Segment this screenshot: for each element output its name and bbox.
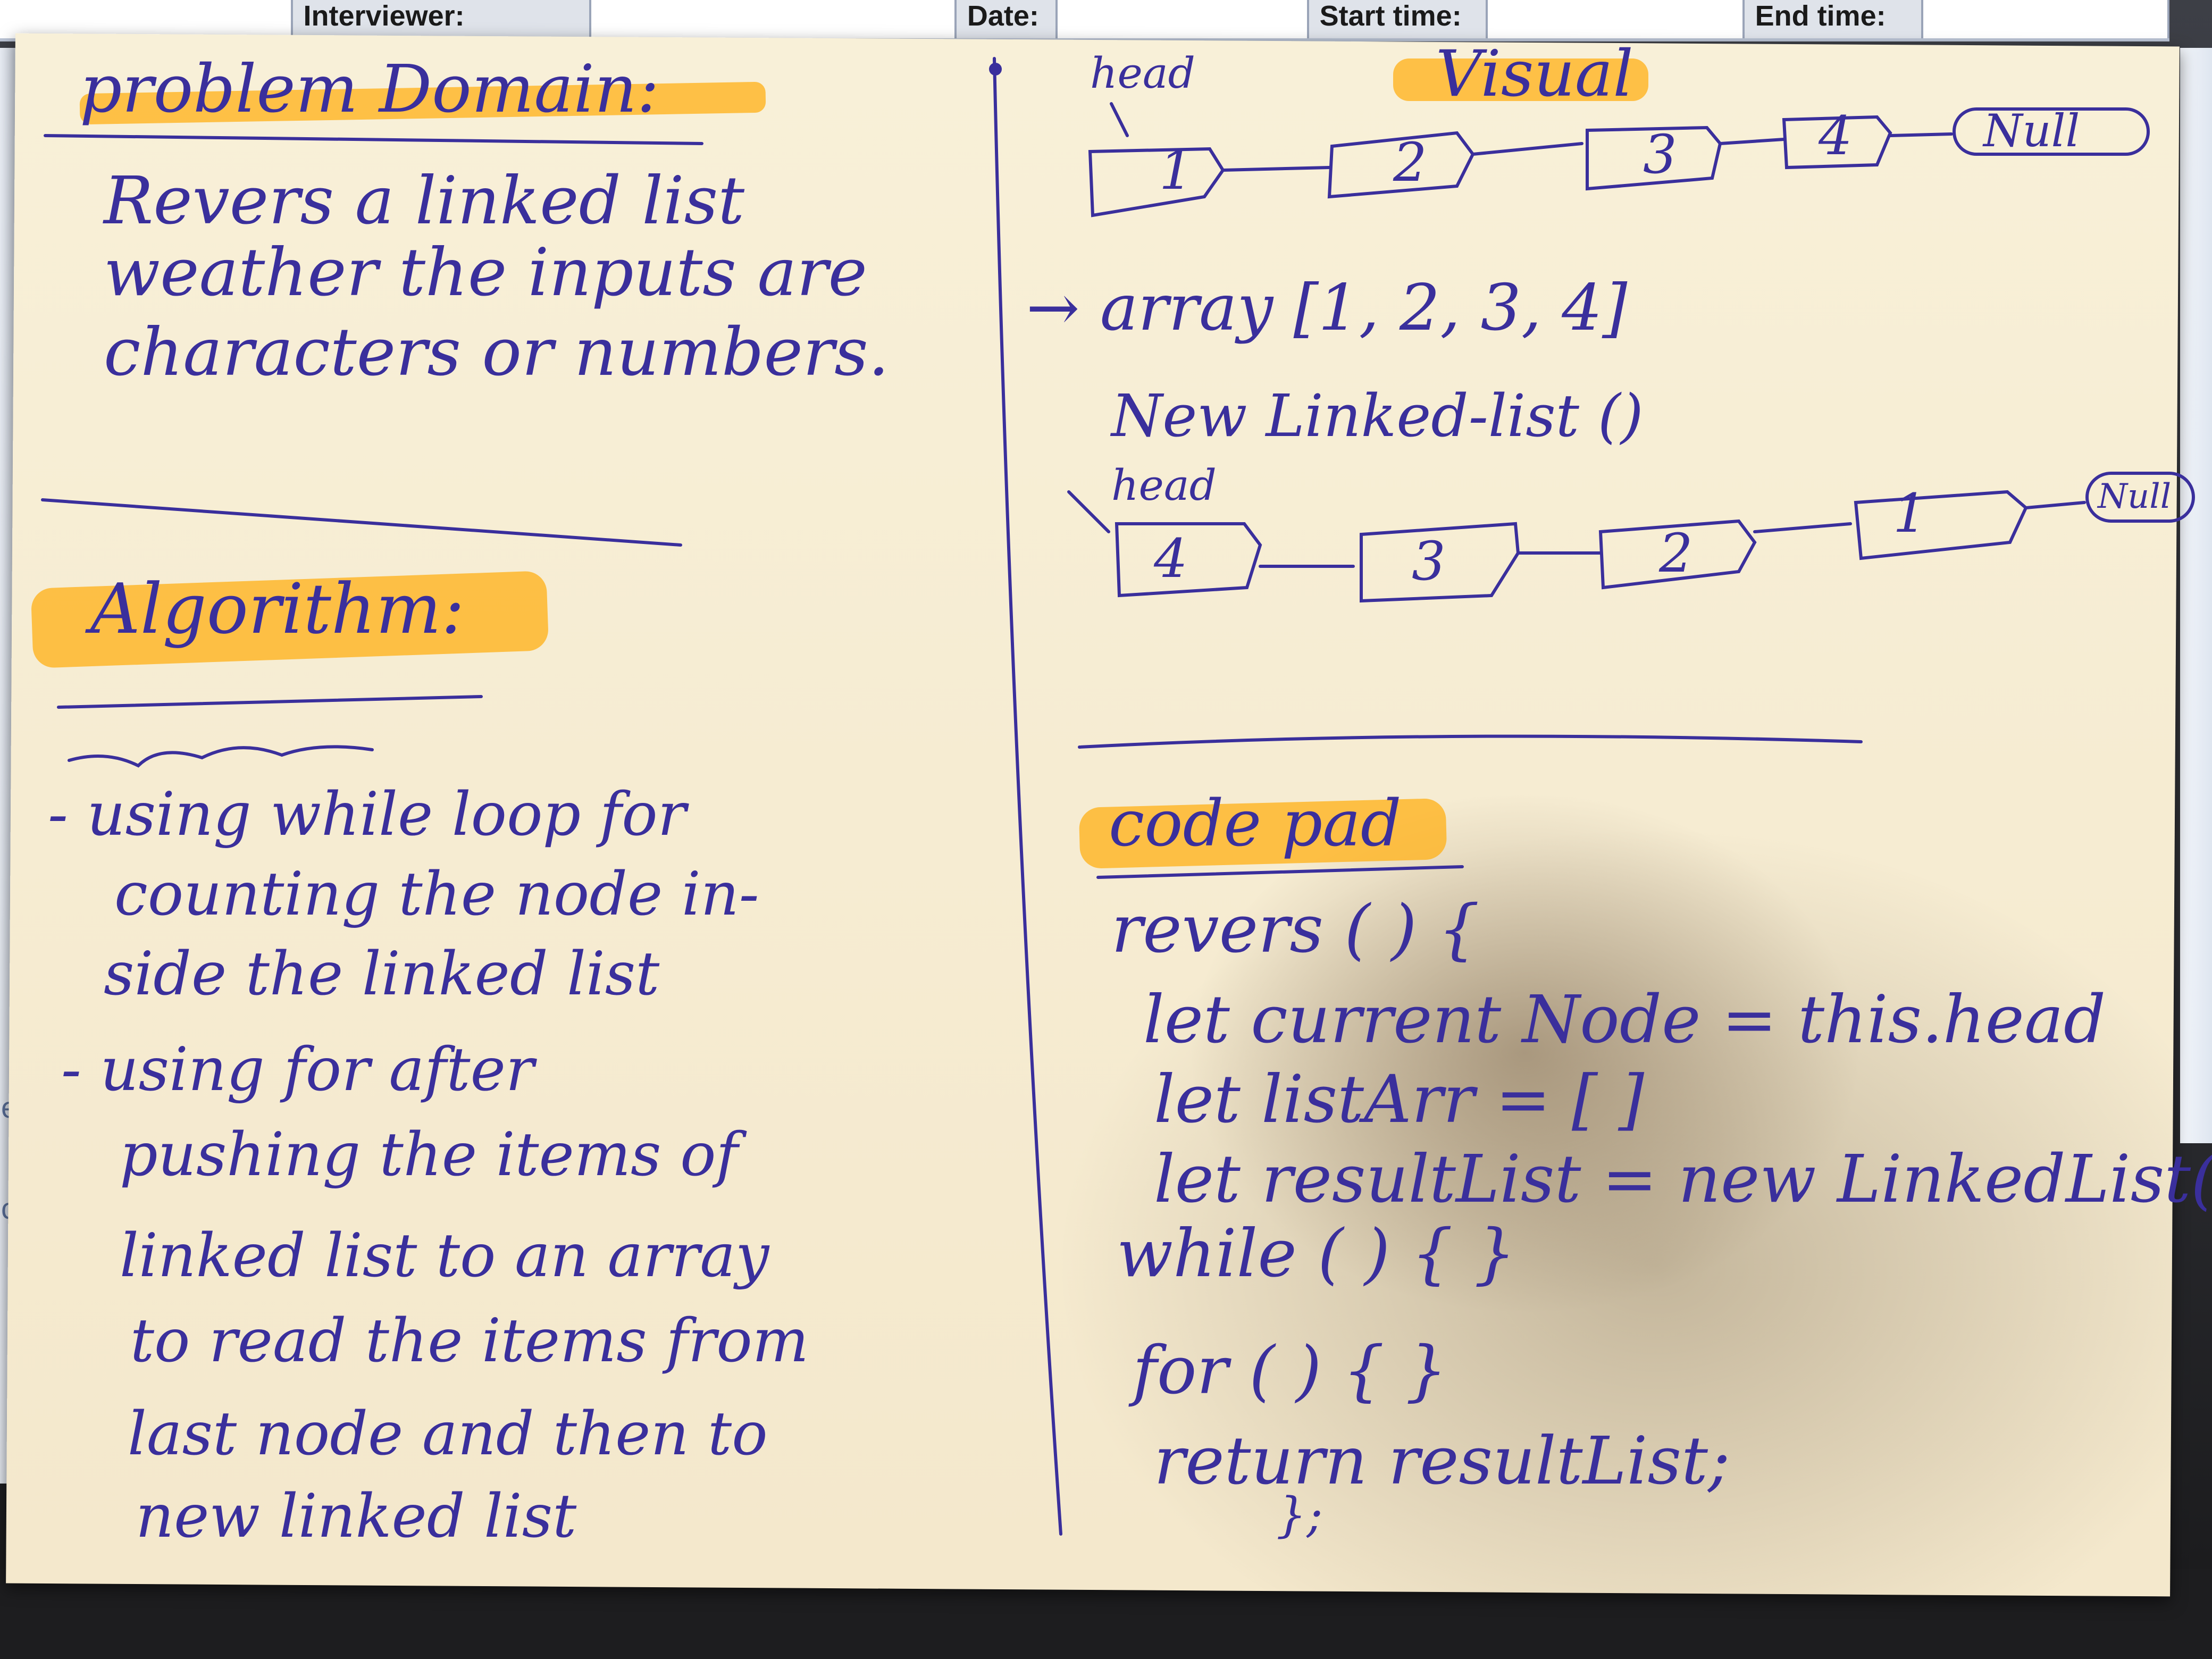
algorithm-heading: Algorithm: (85, 568, 465, 649)
list-node (1360, 522, 1520, 603)
node-value: 2 (1393, 131, 1427, 194)
node-arrow (1753, 522, 1852, 533)
pen-dot (989, 63, 1002, 76)
code-heading: code pad (1109, 787, 1402, 861)
code-underline (1096, 865, 1464, 879)
node-arrow (1719, 138, 1786, 145)
node-value: 1 (1159, 139, 1193, 202)
problem-heading: problem Domain: (80, 51, 659, 128)
problem-line: Revers a linked list (103, 163, 745, 239)
code-line: return resultList; (1154, 1423, 1730, 1499)
head-label: head (1111, 460, 1217, 510)
start-time-label: Start time: (1309, 0, 1488, 38)
head-label: head (1090, 48, 1195, 98)
array-line: → array [1, 2, 3, 4] (1026, 271, 1628, 345)
node-arrow (1889, 132, 1953, 137)
head-pointer (1110, 102, 1129, 137)
node-arrow (1221, 166, 1331, 172)
code-line: let current Node = this.head (1143, 982, 2106, 1058)
algorithm-step: side the linked list (104, 940, 660, 1009)
code-line: revers ( ) { (1111, 891, 1480, 968)
node-value: 3 (1643, 123, 1677, 186)
interviewer-field[interactable] (591, 0, 957, 38)
start-time-field[interactable] (1488, 0, 1745, 38)
algorithm-step: linked list to an array (120, 1221, 770, 1291)
node-arrow (2024, 501, 2086, 509)
form-blank-left (0, 0, 293, 38)
section-divider (41, 498, 682, 547)
scribble-mark (68, 745, 374, 768)
problem-line: characters or numbers. (104, 314, 889, 391)
algorithm-step: to read the items from (130, 1306, 809, 1376)
highlight-code (1079, 799, 1447, 868)
code-line: let resultList = new LinkedList(); (1154, 1141, 2212, 1218)
code-line: for ( ) { } (1128, 1333, 1447, 1409)
null-label: Null (1982, 105, 2080, 157)
screen-right-edge (2180, 48, 2212, 1143)
highlight-visual (1393, 58, 1648, 101)
list-node (1327, 131, 1475, 199)
node-value: 1 (1893, 482, 1927, 544)
algorithm-step: - using for after (61, 1035, 538, 1104)
algorithm-step: new linked list (136, 1482, 577, 1551)
list-node (1088, 147, 1225, 217)
code-line: let listArr = [ ] (1154, 1061, 1645, 1138)
code-line: while ( ) { } (1117, 1216, 1516, 1292)
null-node (1953, 107, 2150, 156)
new-list-label: New Linked-list () (1110, 382, 1644, 450)
highlight-algorithm (31, 571, 548, 668)
algorithm-step: - using while loop for (48, 780, 690, 849)
date-field[interactable] (1058, 0, 1309, 38)
visual-heading: Visual (1436, 37, 1633, 111)
list-node (1782, 115, 1892, 170)
highlight-problem (79, 82, 766, 124)
linked-list-diagram-reversed: 4 3 2 1 Null (1115, 472, 2195, 603)
node-value: 4 (1153, 527, 1188, 590)
list-node (1586, 125, 1722, 191)
end-time-field[interactable] (1923, 0, 2169, 38)
node-value: 2 (1658, 522, 1693, 584)
list-node (1598, 519, 1757, 590)
end-time-label: End time: (1744, 0, 1924, 38)
list-node (1115, 522, 1262, 598)
node-value: 4 (1818, 105, 1853, 167)
algorithm-step: counting the node in- (114, 860, 759, 929)
null-node (2085, 472, 2195, 523)
interviewer-label: Interviewer: (292, 0, 591, 38)
column-divider (993, 57, 1062, 1536)
node-value: 3 (1412, 530, 1446, 592)
date-label: Date: (956, 0, 1058, 38)
head-pointer (1067, 490, 1110, 533)
interview-form-header: Interviewer: Date: Start time: End time: (0, 0, 2169, 41)
section-divider (1078, 734, 1863, 749)
problem-line: weather the inputs are (104, 234, 867, 311)
code-line: }; (1276, 1487, 1323, 1543)
algorithm-step: last node and then to (128, 1400, 768, 1469)
node-arrow (1471, 142, 1583, 156)
algorithm-step: pushing the items of (120, 1120, 748, 1189)
null-label: Null (2097, 477, 2171, 516)
problem-underline (44, 134, 703, 145)
algorithm-underline (57, 695, 483, 709)
list-node (1854, 490, 2028, 560)
linked-list-diagram-original: 1 2 3 4 Null (1088, 105, 2150, 217)
